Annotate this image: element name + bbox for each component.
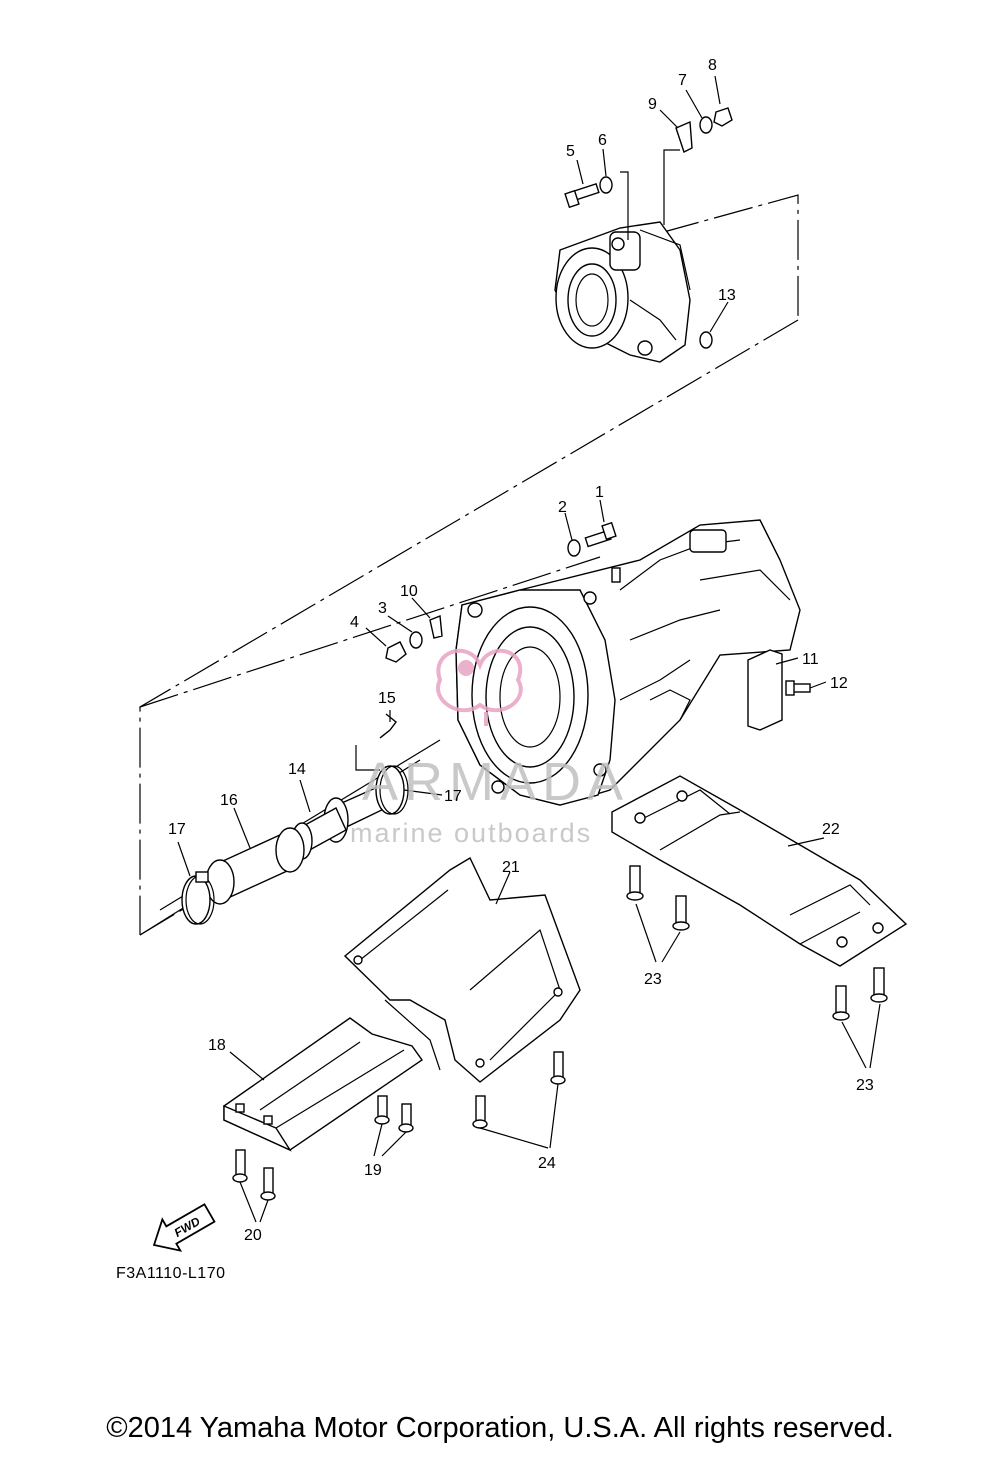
mount-fasteners [365,499,617,663]
plate-22 [611,775,908,967]
nut-4 [385,641,407,663]
callout-15: 15 [378,690,396,707]
diagram-code: F3A1110-L170 [116,1265,226,1282]
washer-3 [409,631,423,649]
washer-2 [567,539,581,557]
screw-15 [379,713,397,739]
copyright-notice: ©2014 Yamaha Motor Corporation, U.S.A. A… [106,1412,894,1444]
callout-6: 6 [598,132,607,149]
callout-16: 16 [220,792,238,809]
bolts-19-20-24 [232,1051,566,1223]
part-18 [223,1017,423,1152]
watermark-logo-icon [436,648,523,726]
bolt-1 [584,521,617,548]
callout-13: 13 [718,287,736,304]
callout-14: 14 [288,761,306,778]
callout-5: 5 [566,143,575,160]
upper-fasteners [564,107,733,349]
drive-shaft-parts [177,710,443,925]
plate-9 [675,120,693,153]
plate-10 [429,615,443,639]
bolt-5 [564,182,600,209]
callout-20: 20 [244,1227,262,1244]
callout-18: 18 [208,1037,226,1054]
callout-21: 21 [502,859,520,876]
callout-11: 11 [802,651,819,668]
callout-7: 7 [678,72,687,89]
callout-17a: 17 [168,821,186,838]
callout-labels: 1 2 3 4 5 6 7 8 9 10 11 12 13 14 15 16 1… [168,57,874,1244]
washer-6 [599,176,613,194]
watermark-brand: ARMADA [362,752,629,812]
washer-7 [699,116,713,134]
washer-13 [699,331,713,349]
callout-19: 19 [364,1162,382,1179]
callout-1: 1 [595,484,604,501]
bearing-housing [554,221,691,363]
nut-8 [713,107,733,127]
bolts-23 [626,865,888,1069]
parts-11-12 [747,649,827,731]
callout-2: 2 [558,499,567,516]
callout-12: 12 [830,675,848,692]
watermark: ARMADA marine outboards [350,648,629,848]
callout-4: 4 [350,614,359,631]
callout-23b: 23 [856,1077,874,1094]
bolt-12 [785,680,811,696]
block-11 [747,649,783,731]
watermark-tagline: marine outboards [350,818,592,848]
fwd-label: FWD [172,1214,203,1240]
callout-22: 22 [822,821,840,838]
callout-8: 8 [708,57,717,74]
plate-21 [343,857,581,1083]
callout-24: 24 [538,1155,556,1172]
callout-3: 3 [378,600,387,617]
callout-23a: 23 [644,971,662,988]
callout-10: 10 [400,583,418,600]
jet-pump-body [455,519,801,806]
fwd-arrow-icon: FWD [152,1203,216,1252]
callout-17b: 17 [444,788,462,805]
upper-leaders [576,75,729,333]
callout-9: 9 [648,96,657,113]
